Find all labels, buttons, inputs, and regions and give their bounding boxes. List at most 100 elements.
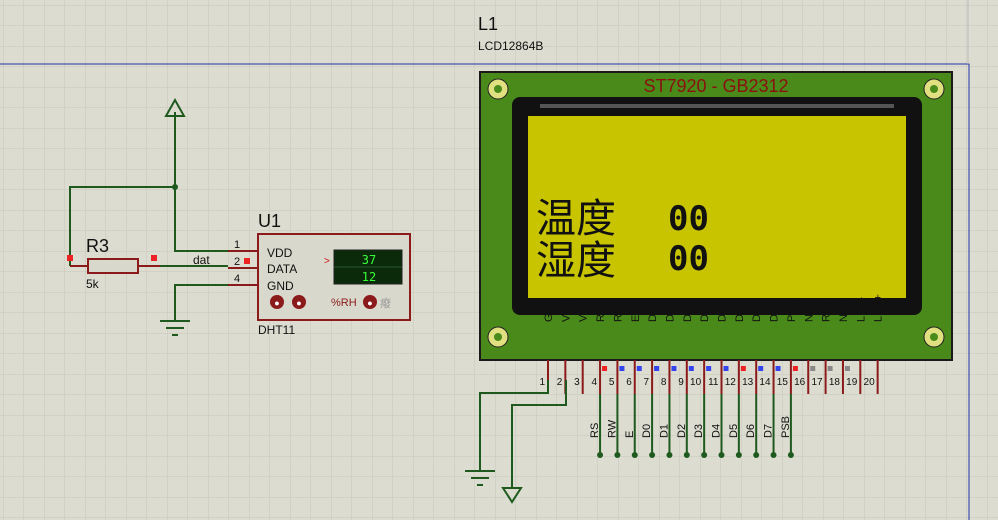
lcd-controller-label: ST7920 - GB2312 [643, 76, 788, 96]
lcd-bus-label: E [624, 431, 636, 438]
lcd-pin-name: E [630, 315, 642, 322]
lcd-pin-name: D2 [682, 308, 694, 322]
lcd-pin-marker [758, 366, 764, 371]
lcd-bus-terminal [666, 452, 673, 458]
lcd-pin-number: 16 [794, 377, 806, 388]
lcd-pin-number: 8 [661, 377, 667, 388]
sensor-rh-label: %RH [331, 297, 357, 309]
lcd-bus-label: RW [606, 419, 618, 438]
lcd-ground-symbol [465, 470, 495, 486]
lcd-power-wires [479, 380, 567, 487]
sensor-ref: U1 [258, 211, 281, 231]
lcd-pin-name: D6 [751, 308, 763, 322]
lcd-pin-name: VCC [560, 299, 572, 322]
lcd-pin-marker [792, 366, 798, 371]
sensor-temp-down-button[interactable] [270, 295, 284, 309]
lcd-power-arrow-symbol [501, 487, 523, 504]
lcd-pin-name: D1 [664, 308, 676, 322]
lcd-pin-name: D4 [717, 308, 729, 322]
lcd-pin-marker [810, 366, 816, 371]
lcd-bus-terminal [597, 452, 604, 458]
sensor-temp-up-glyph: ● [296, 298, 301, 308]
lcd-pin-number: 3 [574, 377, 580, 388]
net-label-dat: dat [193, 253, 210, 267]
lcd-pin-number: 11 [708, 377, 719, 388]
lcd-bezel-highlight [540, 104, 894, 108]
lcd-bus-terminal [631, 452, 638, 458]
lcd-pin-name: NC2 [838, 300, 850, 322]
lcd-bus-label: D7 [763, 424, 775, 438]
resistor-ref: R3 [86, 236, 109, 256]
lcd-pin-name: D3 [699, 308, 711, 322]
lcd-bus-label: D5 [728, 424, 740, 438]
sheet-border [0, 63, 970, 520]
sensor-temp-down-glyph: ● [274, 298, 279, 308]
lcd-pin-name: LED+ [873, 294, 885, 322]
dht11-sensor[interactable]: VDD DATA GND > 37 12 ● ● %RH ● 癈 [257, 233, 411, 321]
sensor-data-pin-marker [244, 258, 250, 264]
sensor-pin4-number: 4 [234, 273, 240, 285]
mounting-holes [487, 78, 945, 348]
lcd-pin-number: 1 [539, 377, 545, 388]
lcd-line2-value: 00 [668, 239, 709, 279]
lcd-bus-terminal [753, 452, 760, 458]
sensor-temp-up-button[interactable] [292, 295, 306, 309]
resistor-pin-right [151, 255, 157, 261]
sensor-ground-symbol [160, 320, 190, 336]
lcd-line2-label: 湿度 [536, 239, 616, 283]
lcd-pin-number: 12 [725, 377, 737, 388]
sensor-arrow: > [324, 256, 330, 267]
lcd-bus-label: PSB [780, 416, 792, 438]
lcd-pin-number: 14 [759, 377, 771, 388]
lcd-pin-number: 17 [811, 377, 823, 388]
lcd-pin-marker [844, 366, 850, 371]
lcd-line1-value: 00 [668, 199, 709, 239]
resistor-pin-left [67, 255, 73, 261]
lcd-pin-name: D0 [647, 308, 659, 322]
lcd-pin-number: 18 [829, 377, 841, 388]
lcd-pin-marker [723, 366, 729, 371]
lcd-bus-terminal [649, 452, 656, 458]
lcd-pin-name: VO [578, 306, 590, 322]
lcd-bus-terminal [614, 452, 621, 458]
lcd-pin-marker [688, 366, 694, 371]
lcd-pin-marker [706, 366, 712, 371]
lcd-pin-name: RS [595, 307, 607, 322]
sensor-pin1-number: 1 [234, 239, 240, 251]
lcd-pin-marker [619, 366, 625, 371]
lcd-pin-number: 10 [690, 377, 702, 388]
lcd-bus-label: D1 [658, 424, 670, 438]
sensor-part: DHT11 [258, 323, 295, 337]
sensor-wires [69, 112, 228, 321]
sensor-temp-glyph: 癈 [380, 296, 391, 310]
lcd-bus-label: D6 [745, 424, 757, 438]
resistor-body [87, 258, 139, 274]
lcd-ref: L1 [478, 14, 498, 34]
lcd-bus-terminal [735, 452, 742, 458]
lcd-bus-terminal [787, 452, 794, 458]
sensor-temp-readout: 37 [362, 253, 376, 267]
lcd-pin-name: GND [543, 298, 555, 323]
sensor-pin2-number: 2 [234, 256, 240, 268]
vcc-arrow-symbol [164, 97, 186, 117]
lcd-pin-marker [654, 366, 660, 371]
lcd-bus-terminal [770, 452, 777, 458]
lcd-pin-marker [775, 366, 781, 371]
lcd-pin-marker [740, 366, 746, 371]
lcd-bus-terminal [683, 452, 690, 458]
lcd-bus-label: D4 [711, 424, 723, 438]
lcd-pin-marker [636, 366, 642, 371]
resistor-r3[interactable] [67, 255, 160, 274]
lcd-bus-label: D2 [676, 424, 688, 438]
lcd-bus-label: D0 [641, 424, 653, 438]
lcd-pin-name: R/W [612, 300, 624, 322]
sensor-hum-button[interactable] [363, 295, 377, 309]
lcd-pin-name: LED- [855, 297, 867, 322]
lcd-screen [528, 116, 906, 298]
lcd-pin-number: 6 [626, 377, 632, 388]
